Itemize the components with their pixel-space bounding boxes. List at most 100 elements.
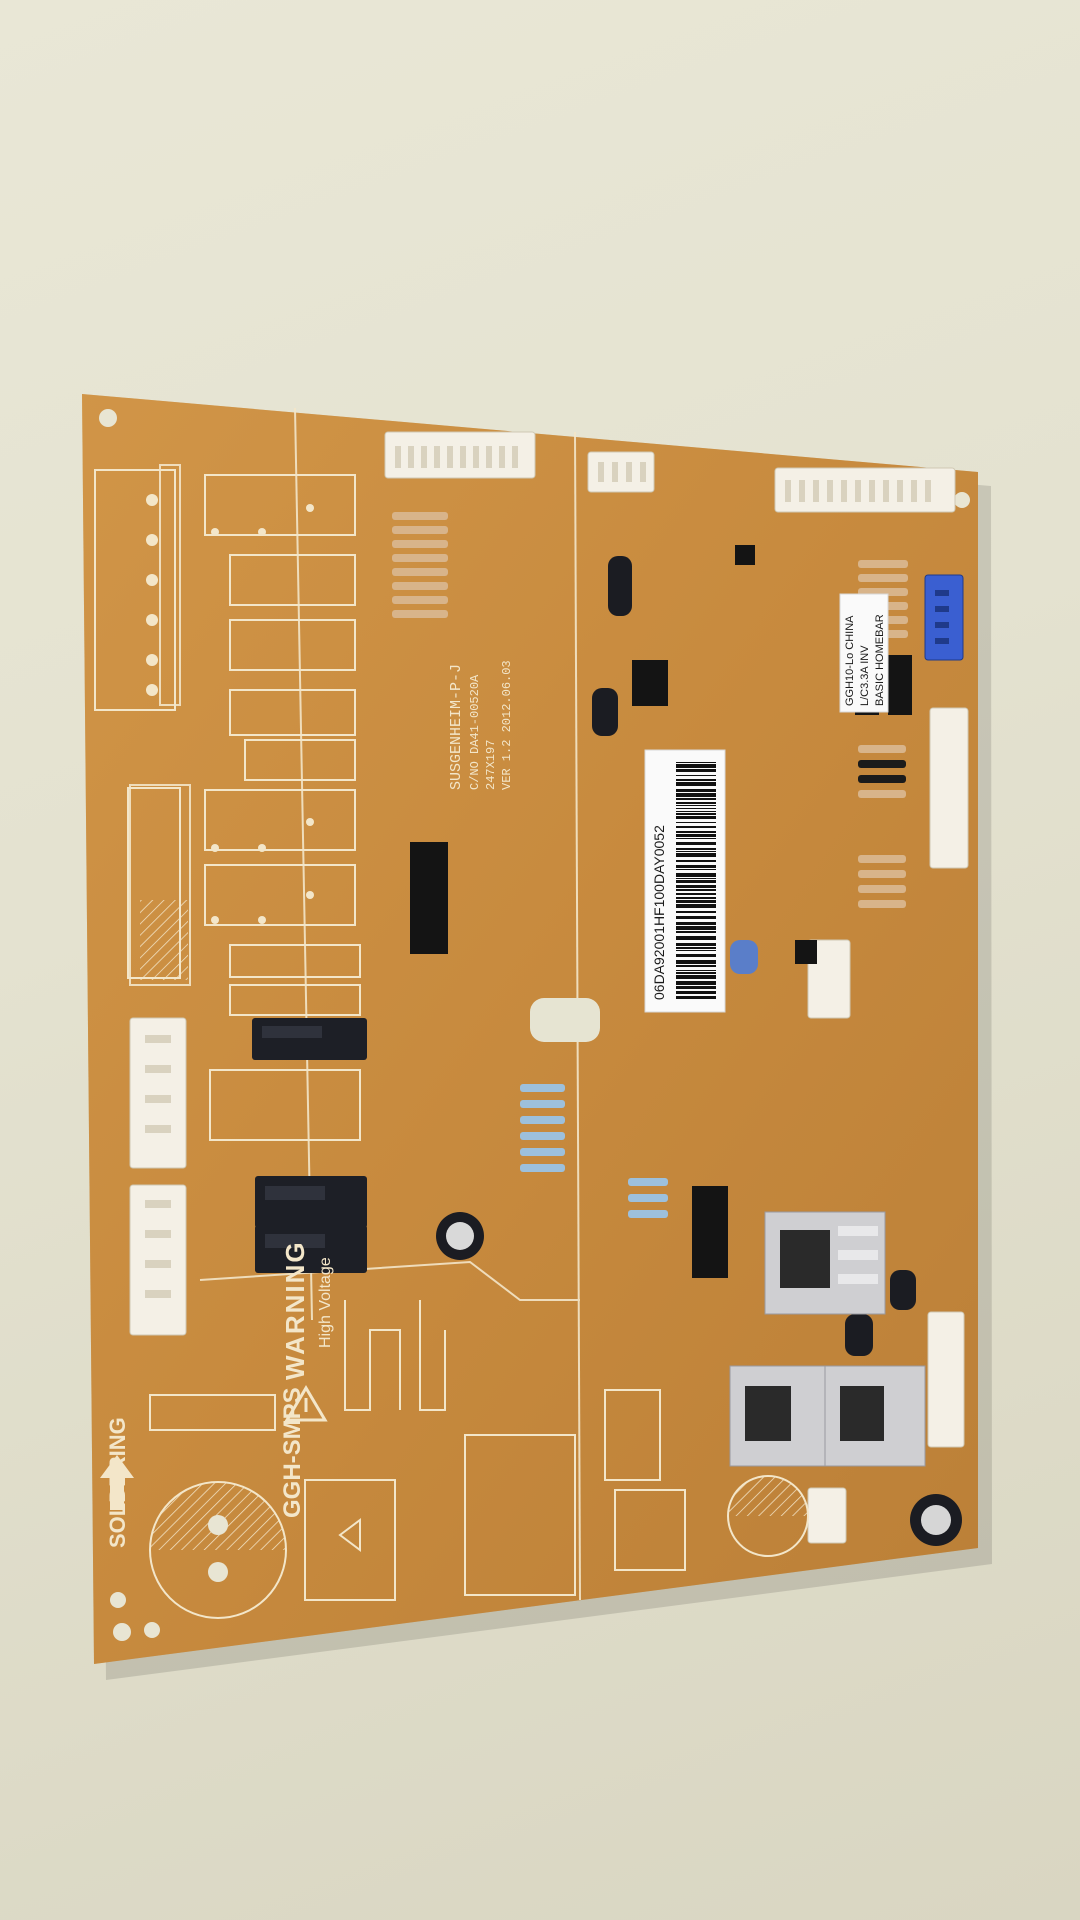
barcode-bar	[676, 834, 716, 837]
barcode-bar	[676, 954, 716, 957]
barcode-bar	[676, 950, 716, 951]
ic-chip-2	[632, 660, 668, 706]
connector-mid-right	[807, 939, 851, 1019]
barcode-bar	[676, 911, 716, 913]
resistor-array-3	[520, 1084, 668, 1218]
barcode-sticker: 06DA92001HF100DAY0052	[644, 749, 726, 1013]
ic-chip-1	[410, 842, 448, 954]
svg-text:C/NO DA41-00520A: C/NO DA41-00520A	[468, 674, 482, 790]
terminal-block-left	[94, 469, 188, 980]
barcode-bar	[676, 789, 716, 792]
barcode-bar	[676, 838, 716, 839]
resistor-array-1	[392, 512, 448, 618]
sticker-small: GGH10-Lo CHINA L/C3.3A INV BASIC HOMEBAR	[839, 593, 889, 713]
connector-right-2	[927, 1311, 965, 1448]
relay-pads	[211, 504, 314, 924]
barcode-bar	[676, 813, 716, 815]
arrow-up-icon	[100, 1455, 134, 1510]
warning-sub-label: High Voltage	[317, 1257, 334, 1348]
silkscreen-block: SUSGENHEIM-P-J C/NO DA41-00520A 247X197 …	[448, 660, 514, 790]
barcode-bar	[676, 885, 716, 888]
heatsink-3	[824, 1365, 926, 1467]
svg-text:247X197: 247X197	[484, 740, 498, 790]
blue-connector	[924, 574, 964, 661]
barcode-bar	[676, 816, 716, 819]
relay-2	[255, 1176, 367, 1228]
barcode-bar	[676, 936, 716, 940]
barcode-bar	[676, 873, 716, 877]
warning-label: WARNING	[280, 1240, 310, 1380]
barcode-bar	[676, 965, 716, 967]
relay-footprints	[149, 474, 361, 1431]
barcode-bar	[676, 831, 716, 833]
barcode-bar	[676, 931, 716, 933]
connector-top-2	[587, 451, 655, 493]
svg-text:VER 1.2 2012.06.03: VER 1.2 2012.06.03	[500, 660, 514, 790]
barcode-bar	[676, 860, 716, 862]
relay-3	[255, 1225, 367, 1273]
barcode-bar	[676, 826, 716, 828]
svg-text:BASIC HOMEBAR: BASIC HOMEBAR	[874, 614, 886, 706]
ic-chip-3	[692, 1186, 728, 1278]
barcode-bar	[676, 916, 716, 919]
barcode-bar	[676, 878, 716, 879]
barcode-bar	[676, 853, 716, 857]
barcode-bar	[676, 769, 716, 772]
barcode-bars	[676, 762, 716, 999]
barcode-bar	[676, 991, 716, 994]
barcode-bar	[676, 904, 716, 908]
barcode-bar	[676, 981, 716, 985]
svg-text:06DA92001HF100DAY0052: 06DA92001HF100DAY0052	[651, 825, 667, 1000]
barcode-bar	[676, 802, 716, 804]
barcode-bar	[676, 900, 716, 903]
barcode-bar	[676, 793, 716, 797]
barcode-bar	[676, 972, 716, 974]
connector-top-1	[384, 431, 536, 479]
barcode-bar	[676, 960, 716, 964]
barcode-bar	[676, 822, 716, 823]
barcode-bar	[676, 880, 716, 883]
barcode-bar	[676, 775, 716, 776]
warning-triangle-icon	[284, 1385, 328, 1422]
barcode-bar	[676, 947, 716, 949]
board-cutout	[530, 998, 600, 1042]
heatsink-2	[729, 1365, 841, 1467]
model-label: GGH-SMPS	[279, 1387, 306, 1518]
connector-left-1	[129, 1017, 187, 1169]
connector-top-3	[774, 467, 956, 513]
resistor-array-4	[858, 745, 906, 908]
capacitors	[436, 556, 962, 1546]
barcode-bar	[676, 897, 716, 899]
transformer-footprint	[149, 1475, 809, 1619]
barcode-bar	[676, 970, 716, 971]
barcode-bar	[676, 848, 716, 850]
barcode-bar	[676, 922, 716, 925]
barcode-bar	[676, 782, 716, 786]
barcode-bar	[676, 996, 716, 999]
barcode-bar	[676, 975, 716, 979]
barcode-bar	[676, 762, 716, 763]
svg-text:SUSGENHEIM-P-J: SUSGENHEIM-P-J	[448, 664, 465, 790]
barcode-bar	[676, 986, 716, 989]
barcode-bar	[676, 798, 716, 800]
barcode-bar	[676, 869, 716, 870]
svg-text:L/C3.3A INV: L/C3.3A INV	[859, 645, 871, 706]
connector-left-2	[129, 1184, 187, 1336]
connector-right-1	[929, 707, 969, 869]
barcode-bar	[676, 842, 716, 845]
relay-1	[252, 1018, 367, 1060]
barcode-bar	[676, 893, 716, 895]
svg-text:GGH10-Lo CHINA: GGH10-Lo CHINA	[844, 615, 856, 706]
heatsink-1	[764, 1211, 886, 1315]
connector-bottom	[807, 1487, 847, 1544]
soldering-label: SOLDERING	[105, 1417, 130, 1548]
barcode-bar	[676, 764, 716, 768]
barcode-bar	[676, 811, 716, 812]
barcode-bar	[676, 889, 716, 891]
barcode-bar	[676, 808, 716, 809]
barcode-bar	[676, 805, 716, 806]
barcode-bar	[676, 943, 716, 946]
barcode-bar	[676, 851, 716, 852]
barcode-bar	[676, 779, 716, 781]
